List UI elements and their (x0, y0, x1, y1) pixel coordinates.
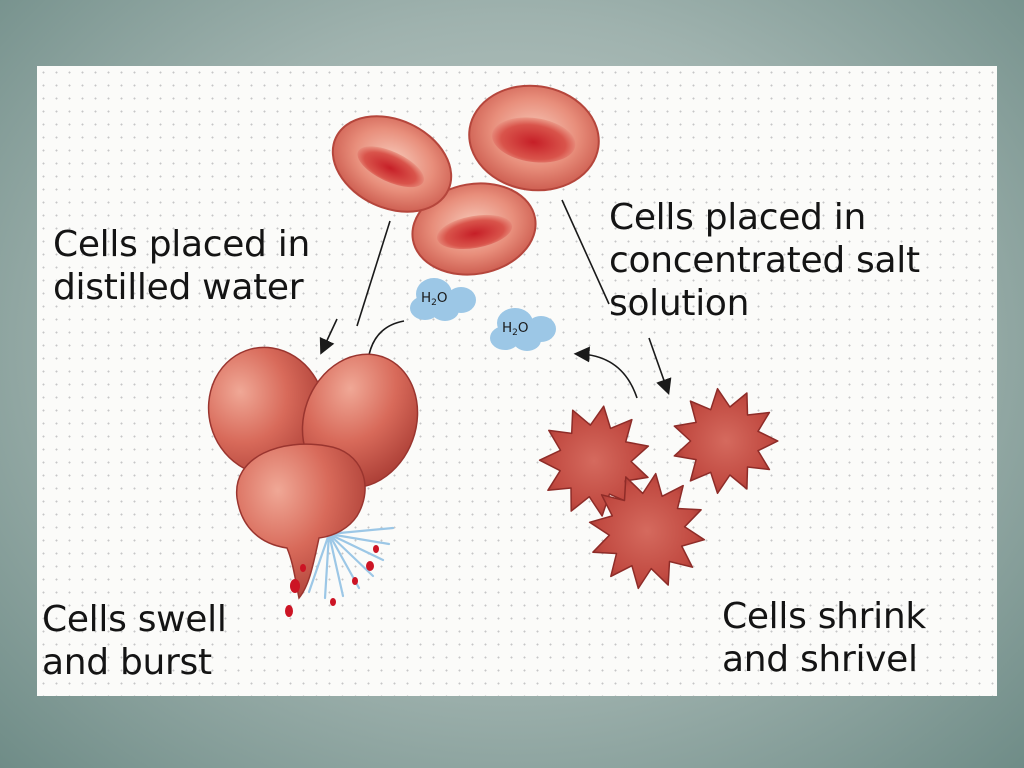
label-distilled-water: Cells placed in distilled water (53, 223, 310, 309)
normal-cell (468, 84, 600, 192)
arrow-to-swollen (319, 318, 338, 355)
label-distilled-line1: Cells placed in (53, 224, 310, 265)
label-salt-line1: Cells placed in (609, 197, 866, 238)
arrow-water-out (573, 346, 638, 399)
label-swell-line2: and burst (42, 642, 212, 683)
label-salt-solution: Cells placed in concentrated salt soluti… (609, 196, 920, 325)
water-formula-right: H2O (502, 320, 529, 338)
leader-line-right (561, 199, 610, 305)
water-molecule-right: H2O (490, 308, 556, 351)
label-salt-line2: concentrated salt (609, 240, 920, 281)
shrunken-cell (588, 472, 706, 590)
slide-panel: H2O H2O (37, 66, 997, 696)
label-salt-line3: solution (609, 283, 750, 324)
osmosis-diagram: H2O H2O (207, 84, 779, 617)
shrunken-cell (538, 405, 650, 517)
label-shrink-line1: Cells shrink (722, 596, 926, 637)
label-distilled-line2: distilled water (53, 267, 304, 308)
normal-cell (331, 115, 453, 213)
burst-spray (307, 526, 395, 600)
water-molecule-left: H2O (410, 278, 476, 321)
swollen-cell-burst (236, 443, 366, 600)
blood-droplets (285, 545, 379, 617)
label-shrink-shrivel: Cells shrink and shrivel (722, 595, 926, 681)
water-formula-left: H2O (421, 290, 448, 308)
label-shrink-line2: and shrivel (722, 639, 918, 680)
shrunken-cell (673, 387, 779, 495)
label-swell-line1: Cells swell (42, 599, 227, 640)
label-swell-burst: Cells swell and burst (42, 598, 227, 684)
arrow-to-shrunken (648, 337, 672, 396)
shrunken-cells (538, 387, 779, 590)
normal-cell (411, 182, 537, 276)
leader-line-left (356, 220, 391, 327)
normal-cells (331, 84, 600, 276)
swollen-cells (207, 346, 419, 617)
